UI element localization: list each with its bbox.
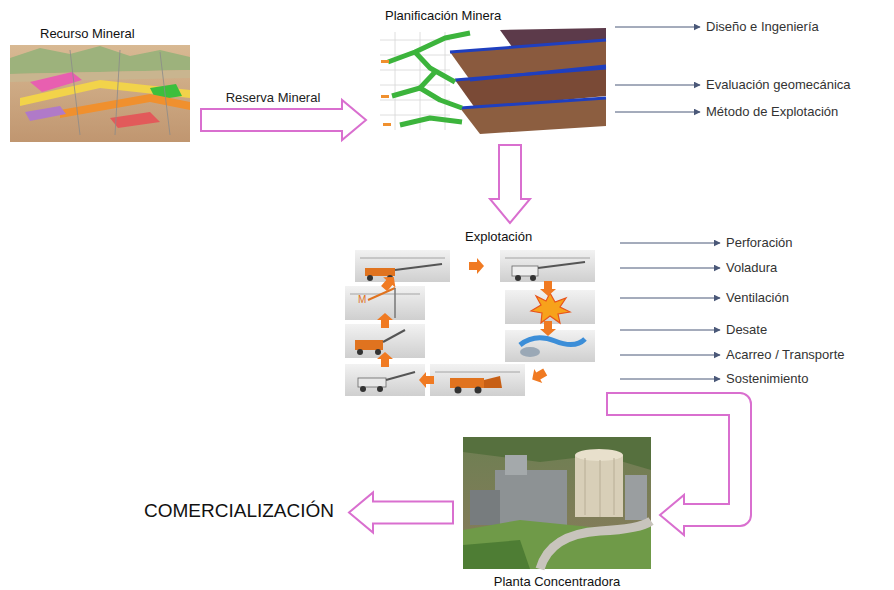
process-step-label: Ventilación (726, 290, 789, 306)
process-step-label: Perforación (726, 235, 792, 251)
arrow-head (342, 100, 366, 140)
stage-title: COMERCIALIZACIÓN (144, 498, 339, 523)
arrow-label: Reserva Mineral (224, 90, 323, 106)
arrow-fill (202, 110, 344, 130)
process-step-label: Diseño e Ingeniería (706, 19, 819, 35)
stage-figure: Recurso Mineral (10, 26, 192, 144)
process-step-label: Voladura (726, 260, 777, 276)
end-stage: COMERCIALIZACIÓN (140, 498, 339, 527)
figure-heading: Recurso Mineral (40, 26, 192, 42)
process-step-label: Método de Explotación (706, 104, 838, 120)
arrow-outline (606, 404, 740, 515)
arrow-head (490, 199, 530, 223)
figure-caption: Planta Concentradora (494, 574, 620, 590)
process-step-label: Acarreo / Transporte (726, 347, 845, 363)
stage-figure: Explotación (340, 229, 602, 418)
arrow-fill (608, 404, 740, 515)
geology-section (10, 45, 190, 142)
process-step-label: Desate (726, 322, 767, 338)
mining-cycle: M (345, 250, 595, 396)
figure-heading: Planificación Minera (385, 8, 608, 24)
block-arrow (606, 404, 740, 535)
process-step-label: Evaluación geomecánica (706, 77, 851, 93)
stage-figure: Planificación Minera (376, 8, 608, 138)
arrow-fill (500, 146, 520, 201)
figure-heading: Explotación (465, 229, 602, 245)
machine-mark: M (358, 294, 366, 305)
stage-figure: Planta Concentradora (462, 434, 652, 590)
concentrator-plant-photo (463, 437, 651, 569)
arrow-head (349, 493, 373, 533)
mine-design-render (378, 28, 606, 136)
process-step-label: Sostenimiento (726, 371, 808, 387)
arrow-fill (371, 503, 452, 523)
block-arrow (200, 100, 366, 140)
leader-arrows (615, 27, 720, 379)
arrow-head (660, 495, 684, 535)
block-arrow (490, 144, 530, 223)
block-arrow (349, 493, 454, 533)
